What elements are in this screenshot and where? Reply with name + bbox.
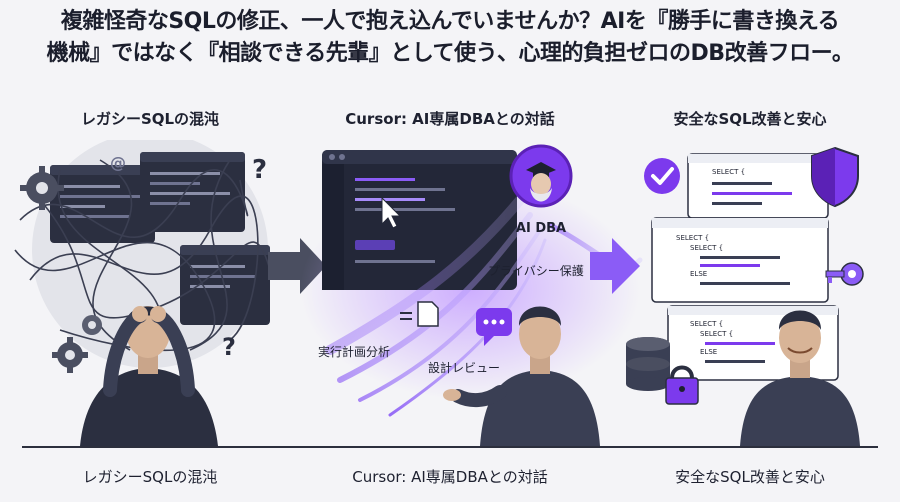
document-icon [400, 301, 439, 327]
column-title-legacy: レガシーSQLの混沌 [80, 110, 220, 128]
mouse-cursor-icon [381, 196, 402, 229]
headline-line-2: 機械』ではなく『相談できる先輩』として使う、心理的負担ゼロのDB改善フロー。 [46, 41, 854, 66]
column-title-cursor: Cursor: AI専属DBAとの対話 [345, 110, 555, 128]
svg-text:ELSE: ELSE [690, 270, 707, 278]
confident-developer [740, 310, 860, 446]
svg-text:SELECT {: SELECT { [676, 234, 709, 242]
check-icon [644, 158, 680, 194]
baseline-divider [22, 446, 878, 448]
headline-line-1: 複雑怪奇なSQLの修正、一人で抱え込んでいませんか？AIを『勝手に書き換える [60, 9, 840, 34]
key-icon [825, 262, 864, 286]
code-card-main: SELECT { SELECT { ELSE [651, 217, 829, 303]
column-footer-legacy: レガシーSQLの混沌 [82, 468, 218, 486]
svg-text:SELECT {: SELECT { [690, 320, 723, 328]
question-mark-icon: ? [222, 333, 236, 361]
headline: 複雑怪奇なSQLの修正、一人で抱え込んでいませんか？AIを『勝手に書き換える 機… [0, 6, 900, 70]
shield-icon [811, 146, 859, 208]
ai-dba-avatar [509, 144, 573, 208]
svg-text:ELSE: ELSE [700, 348, 717, 356]
privacy-label: プライバシー保護 [488, 263, 584, 278]
flow-arrow [590, 238, 640, 294]
question-mark-icon: ? [252, 155, 267, 185]
column-title-safe: 安全なSQL改善と安心 [673, 110, 827, 128]
stressed-developer [80, 306, 218, 446]
design-review-label: 設計レビュー [428, 360, 500, 375]
svg-text:SELECT {: SELECT { [712, 168, 745, 176]
svg-text:SELECT {: SELECT { [690, 244, 723, 252]
exec-plan-label: 実行計画分析 [318, 344, 390, 359]
legacy-scene: ? ? @ [14, 140, 271, 446]
column-footer-safe: 安全なSQL改善と安心 [675, 468, 825, 486]
illustration: ? ? @ [14, 140, 864, 446]
gear-icon [52, 337, 88, 373]
safe-scene: SELECT { SELECT { SELECT { ELSE [626, 146, 864, 446]
code-card-back: SELECT { [687, 153, 829, 219]
gear-icon [20, 166, 64, 210]
developer-explaining [443, 306, 600, 446]
column-footer-cursor: Cursor: AI専属DBAとの対話 [352, 468, 548, 486]
chat-bubble-icon [476, 308, 512, 346]
database-icon [626, 337, 670, 391]
legacy-code-window-2 [140, 152, 245, 232]
cursor-scene: AI DBA プライバシー保護 実行計画分析 設計レビュー [300, 144, 643, 446]
legacy-code-window-1 [50, 165, 155, 243]
svg-text:SELECT {: SELECT { [700, 330, 733, 338]
question-mark-icon: @ [110, 153, 126, 172]
ai-dba-label: AI DBA [516, 221, 566, 236]
lock-icon [665, 365, 699, 405]
gear-icon [82, 315, 102, 335]
